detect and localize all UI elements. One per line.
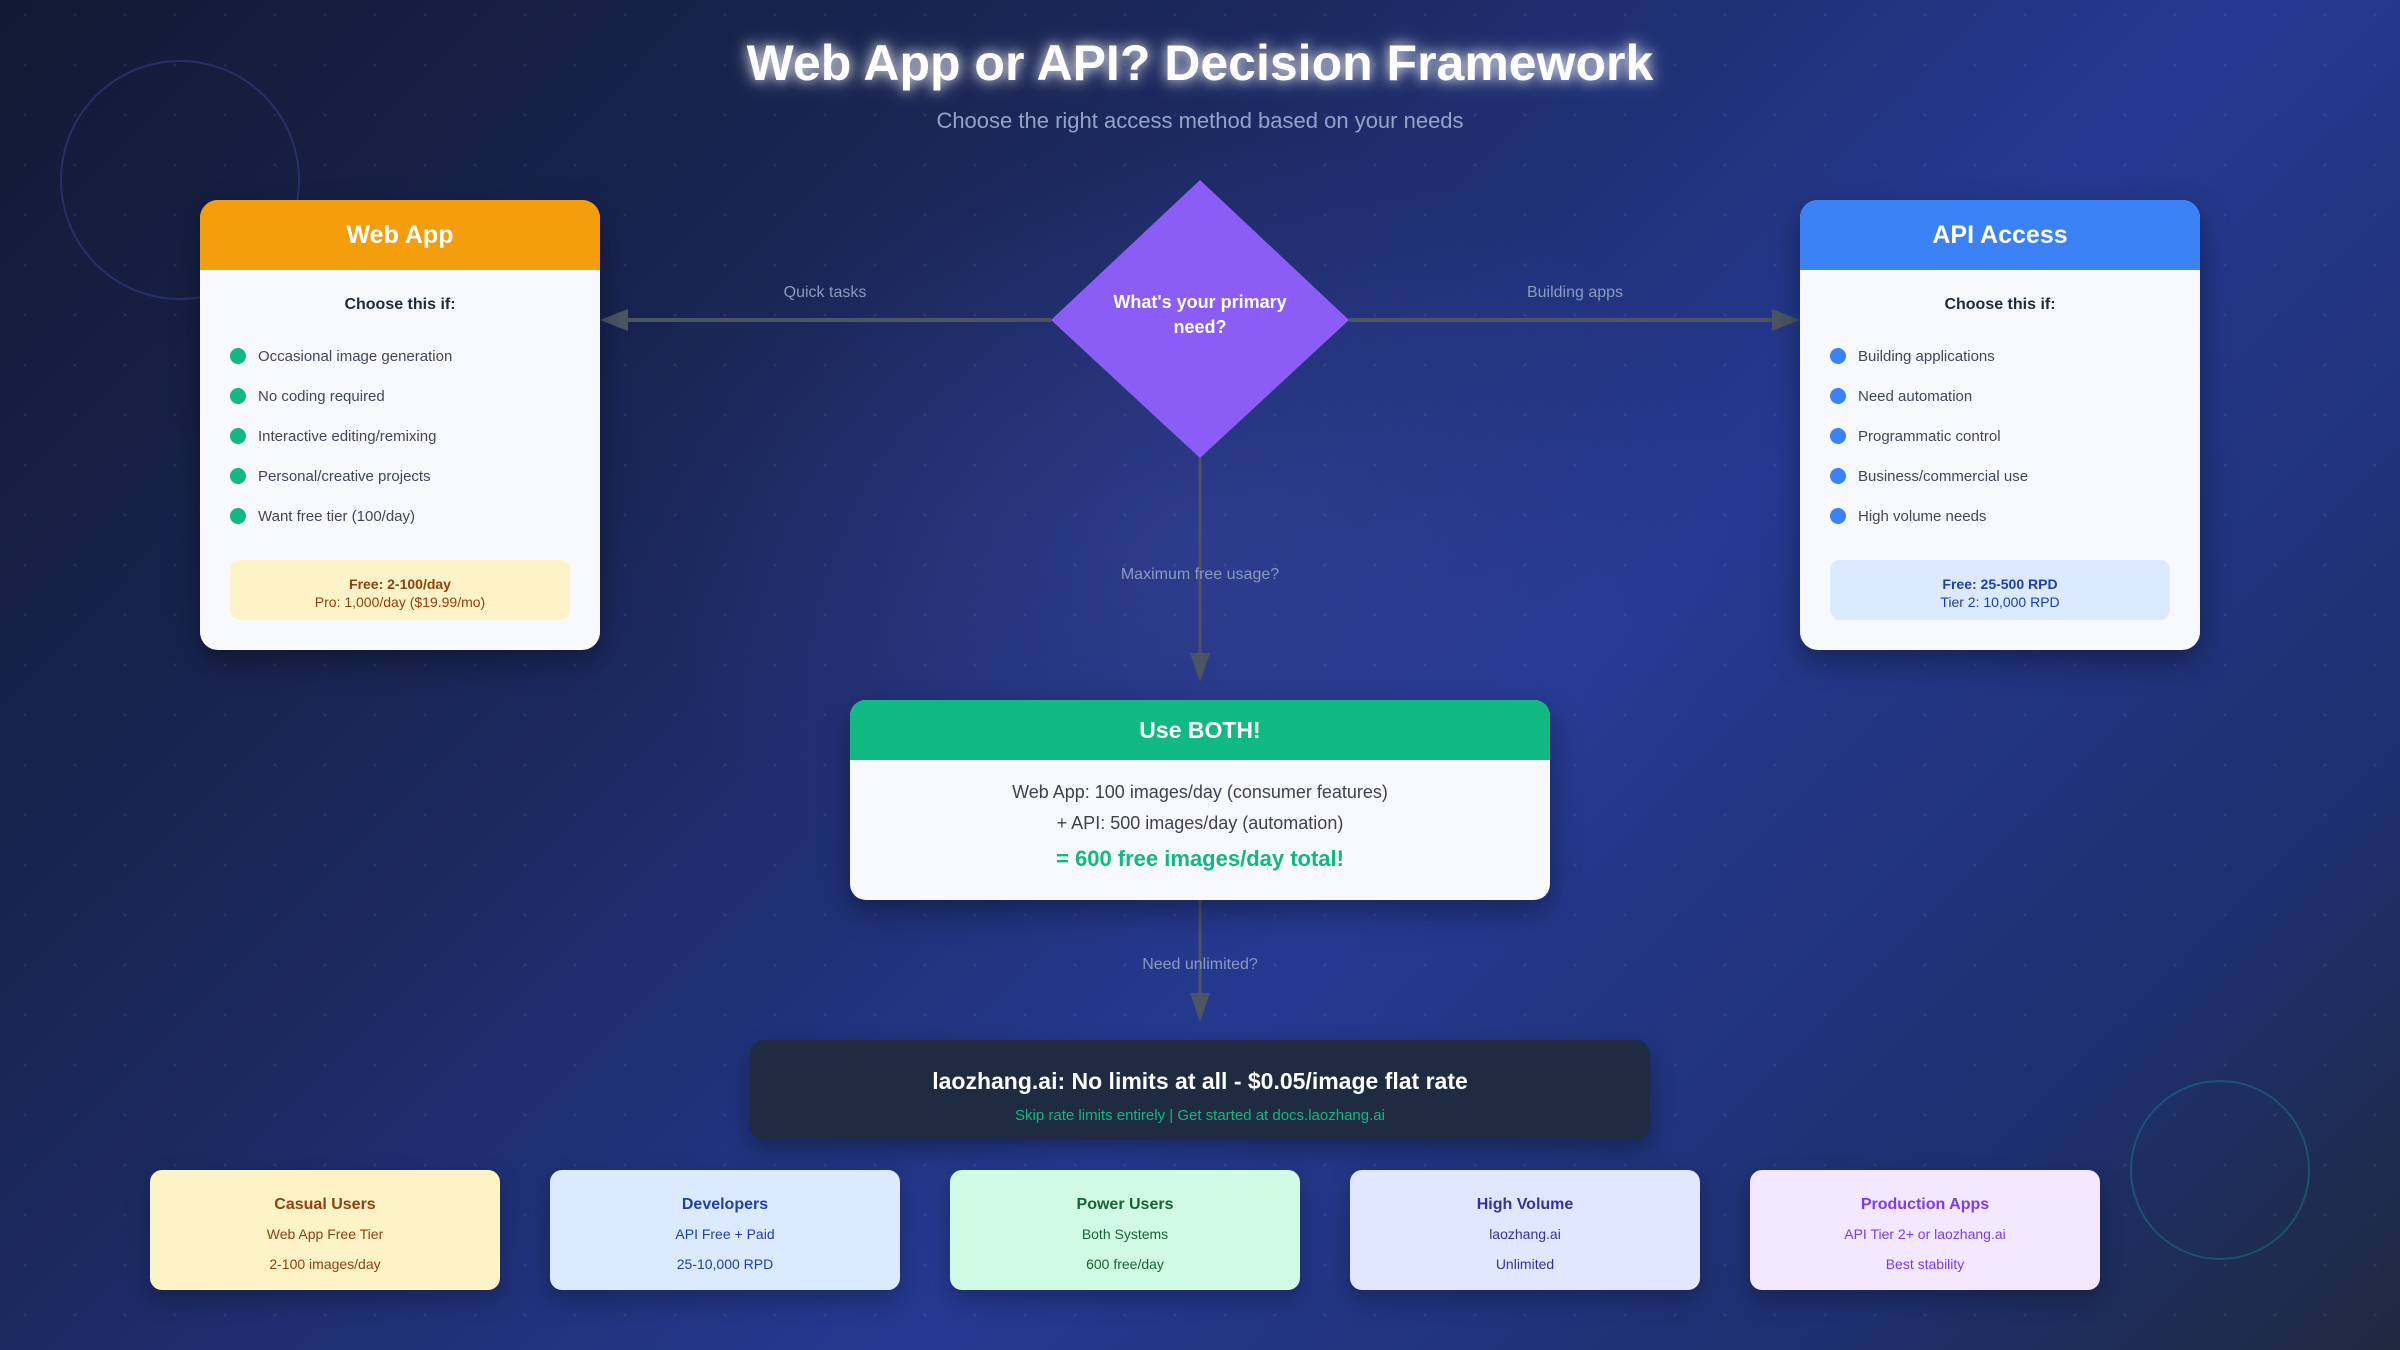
decision-diamond — [1051, 180, 1349, 458]
use-both-api-line: + API: 500 images/day (automation) — [1056, 813, 1344, 833]
persona-title: Production Apps — [1860, 1196, 1990, 1213]
bullet-dot-icon — [230, 348, 246, 364]
list-item: Want free tier (100/day) — [230, 496, 600, 536]
persona-card-high-volume: High Volume laozhang.ai Unlimited — [1350, 1170, 1700, 1290]
list-item: Programmatic control — [1830, 416, 2200, 456]
criteria-text: Want free tier (100/day) — [258, 507, 416, 525]
criteria-text: Programmatic control — [1858, 427, 2001, 445]
persona-limit: 25-10,000 RPD — [676, 1256, 774, 1272]
api-card-title: API Access — [1800, 200, 2200, 270]
persona-card-power-users: Power Users Both Systems 600 free/day — [950, 1170, 1300, 1290]
page-subtitle: Choose the right access method based on … — [936, 108, 1464, 133]
persona-method: API Tier 2+ or laozhang.ai — [1844, 1226, 2006, 1242]
edge-label-maximum-free: Maximum free usage? — [1120, 566, 1280, 583]
list-item: High volume needs — [1830, 496, 2200, 536]
list-item: Business/commercial use — [1830, 456, 2200, 496]
criteria-text: High volume needs — [1858, 507, 1987, 525]
api-choose-label: Choose this if: — [1944, 296, 2056, 313]
persona-limit: Best stability — [1885, 1256, 1965, 1272]
use-both-web-app-line: Web App: 100 images/day (consumer featur… — [1012, 782, 1388, 802]
criteria-text: No coding required — [258, 387, 385, 405]
persona-limit: 600 free/day — [1086, 1256, 1164, 1272]
use-both-title: Use BOTH! — [850, 700, 1550, 760]
api-limits-box: Free: 25-500 RPD Tier 2: 10,000 RPD — [1830, 560, 2170, 620]
api-criteria-list: Building applications Need automation Pr… — [1830, 336, 2200, 536]
edge-label-need-unlimited: Need unlimited? — [1142, 956, 1258, 973]
bullet-dot-icon — [230, 428, 246, 444]
banner-subtitle: Skip rate limits entirely | Get started … — [1015, 1107, 1385, 1124]
persona-card-developers: Developers API Free + Paid 25-10,000 RPD — [550, 1170, 900, 1290]
persona-title: Developers — [681, 1196, 769, 1213]
list-item: No coding required — [230, 376, 600, 416]
bullet-dot-icon — [1830, 388, 1846, 404]
bullet-dot-icon — [1830, 468, 1846, 484]
persona-method: Web App Free Tier — [266, 1226, 384, 1242]
use-both-total: = 600 free images/day total! — [1056, 846, 1344, 871]
decision-question: What's your primary need? — [1113, 292, 1287, 337]
web-app-criteria-list: Occasional image generation No coding re… — [230, 336, 600, 536]
criteria-text: Building applications — [1858, 347, 1995, 365]
criteria-text: Interactive editing/remixing — [258, 427, 437, 445]
bullet-dot-icon — [1830, 348, 1846, 364]
arrowhead-right-icon — [1772, 309, 1800, 331]
api-access-card: API Access Choose this if: Building appl… — [1800, 200, 2200, 650]
edge-label-building-apps: Building apps — [1526, 284, 1624, 301]
web-app-limits-box: Free: 2-100/day Pro: 1,000/day ($19.99/m… — [230, 560, 570, 620]
persona-card-casual-users: Casual Users Web App Free Tier 2-100 ima… — [150, 1170, 500, 1290]
list-item: Building applications — [1830, 336, 2200, 376]
persona-method: API Free + Paid — [675, 1226, 775, 1242]
bullet-dot-icon — [1830, 508, 1846, 524]
bullet-dot-icon — [230, 508, 246, 524]
api-free-limit: Free: 25-500 RPD — [1942, 576, 2058, 592]
persona-method: laozhang.ai — [1489, 1226, 1561, 1242]
laozhang-banner: laozhang.ai: No limits at all - $0.05/im… — [750, 1040, 1650, 1140]
persona-title: Power Users — [1076, 1196, 1174, 1213]
bullet-dot-icon — [230, 468, 246, 484]
arrowhead-left-icon — [600, 309, 628, 331]
criteria-text: Need automation — [1858, 387, 1973, 405]
persona-title: High Volume — [1476, 1196, 1574, 1213]
list-item: Occasional image generation — [230, 336, 600, 376]
arrowhead-down-icon — [1190, 993, 1210, 1022]
persona-card-production-apps: Production Apps API Tier 2+ or laozhang.… — [1750, 1170, 2100, 1290]
arrowhead-down-icon — [1190, 653, 1210, 682]
web-app-card-title: Web App — [200, 200, 600, 270]
criteria-text: Personal/creative projects — [258, 467, 431, 485]
criteria-text: Occasional image generation — [258, 347, 453, 365]
api-tier2-limit: Tier 2: 10,000 RPD — [1940, 594, 2060, 610]
web-app-choose-label: Choose this if: — [344, 296, 456, 313]
bullet-dot-icon — [230, 388, 246, 404]
persona-method: Both Systems — [1081, 1226, 1169, 1242]
bullet-dot-icon — [1830, 428, 1846, 444]
list-item: Need automation — [1830, 376, 2200, 416]
web-app-free-limit: Free: 2-100/day — [349, 576, 451, 592]
criteria-text: Business/commercial use — [1858, 467, 2029, 485]
persona-limit: Unlimited — [1495, 1256, 1555, 1272]
banner-title: laozhang.ai: No limits at all - $0.05/im… — [932, 1068, 1468, 1094]
list-item: Interactive editing/remixing — [230, 416, 600, 456]
persona-limit: 2-100 images/day — [269, 1256, 381, 1272]
list-item: Personal/creative projects — [230, 456, 600, 496]
edge-label-quick-tasks: Quick tasks — [783, 284, 867, 301]
persona-title: Casual Users — [274, 1196, 376, 1213]
web-app-pro-limit: Pro: 1,000/day ($19.99/mo) — [314, 594, 486, 610]
web-app-card: Web App Choose this if: Occasional image… — [200, 200, 600, 650]
use-both-card: Use BOTH! Web App: 100 images/day (consu… — [850, 700, 1550, 900]
page-title: Web App or API? Decision Framework — [746, 35, 1654, 91]
